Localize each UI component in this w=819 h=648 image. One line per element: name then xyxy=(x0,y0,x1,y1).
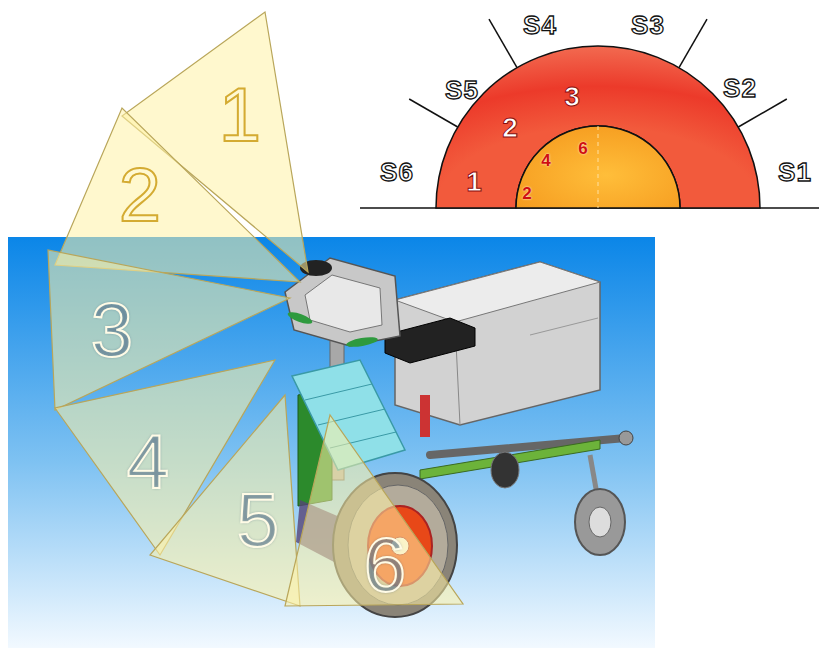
cone-outline xyxy=(55,108,300,282)
sensor-cone-shape xyxy=(55,108,300,282)
box-top xyxy=(395,262,600,322)
sensor-cone: 2 xyxy=(55,108,300,282)
keyboard-grid xyxy=(305,384,372,400)
sector-label: S5 xyxy=(445,77,479,103)
sensor-head xyxy=(285,258,400,346)
cone-outline xyxy=(285,415,463,606)
red-part xyxy=(420,395,430,437)
box-edge xyxy=(530,318,598,335)
drive-wheel xyxy=(491,452,519,488)
sensor-number: 3 xyxy=(564,83,580,111)
cone-number: 4 xyxy=(127,424,169,500)
sector-label: S6 xyxy=(380,159,414,185)
cone-number: 1 xyxy=(219,77,261,153)
sensor-number: 2 xyxy=(502,114,518,142)
outer-range-band: 123246 xyxy=(436,46,760,208)
sensor-cone: 5 xyxy=(150,395,300,606)
sector-tick xyxy=(489,19,517,67)
band-outline xyxy=(436,46,760,208)
sensor-number: 1 xyxy=(466,168,482,196)
cone-number: 6 xyxy=(364,527,406,603)
center-dash xyxy=(598,126,599,208)
inner-range-band: 24 6 xyxy=(516,126,680,208)
sensor-number: 6 xyxy=(578,140,587,157)
sector-tick xyxy=(409,99,458,127)
sector-tick xyxy=(738,99,787,127)
inner-range-band-shape xyxy=(516,126,680,208)
sensor-number: 4 xyxy=(541,152,550,169)
sector-tick xyxy=(679,19,707,67)
sector-label: S1 xyxy=(778,159,812,185)
robot xyxy=(285,258,633,617)
caster-hub xyxy=(589,507,611,537)
caster-wheel xyxy=(575,489,625,555)
blue-background xyxy=(8,237,655,648)
sensor-lens xyxy=(286,310,313,326)
sector-label: S4 xyxy=(523,12,557,38)
cone-number: 3 xyxy=(91,292,133,368)
cone-number: 2 xyxy=(119,157,161,233)
cone-outline xyxy=(150,395,300,606)
sensor-cone: 6 xyxy=(285,415,463,606)
sector-label: S2 xyxy=(723,75,757,101)
cone-number: 5 xyxy=(237,482,279,558)
band-outline xyxy=(516,126,680,208)
sector-label: S3 xyxy=(631,12,665,38)
sensor-lens xyxy=(346,335,379,348)
head-inner xyxy=(305,275,382,332)
sensor-number: 2 xyxy=(522,185,531,202)
rail-cap xyxy=(619,431,633,445)
